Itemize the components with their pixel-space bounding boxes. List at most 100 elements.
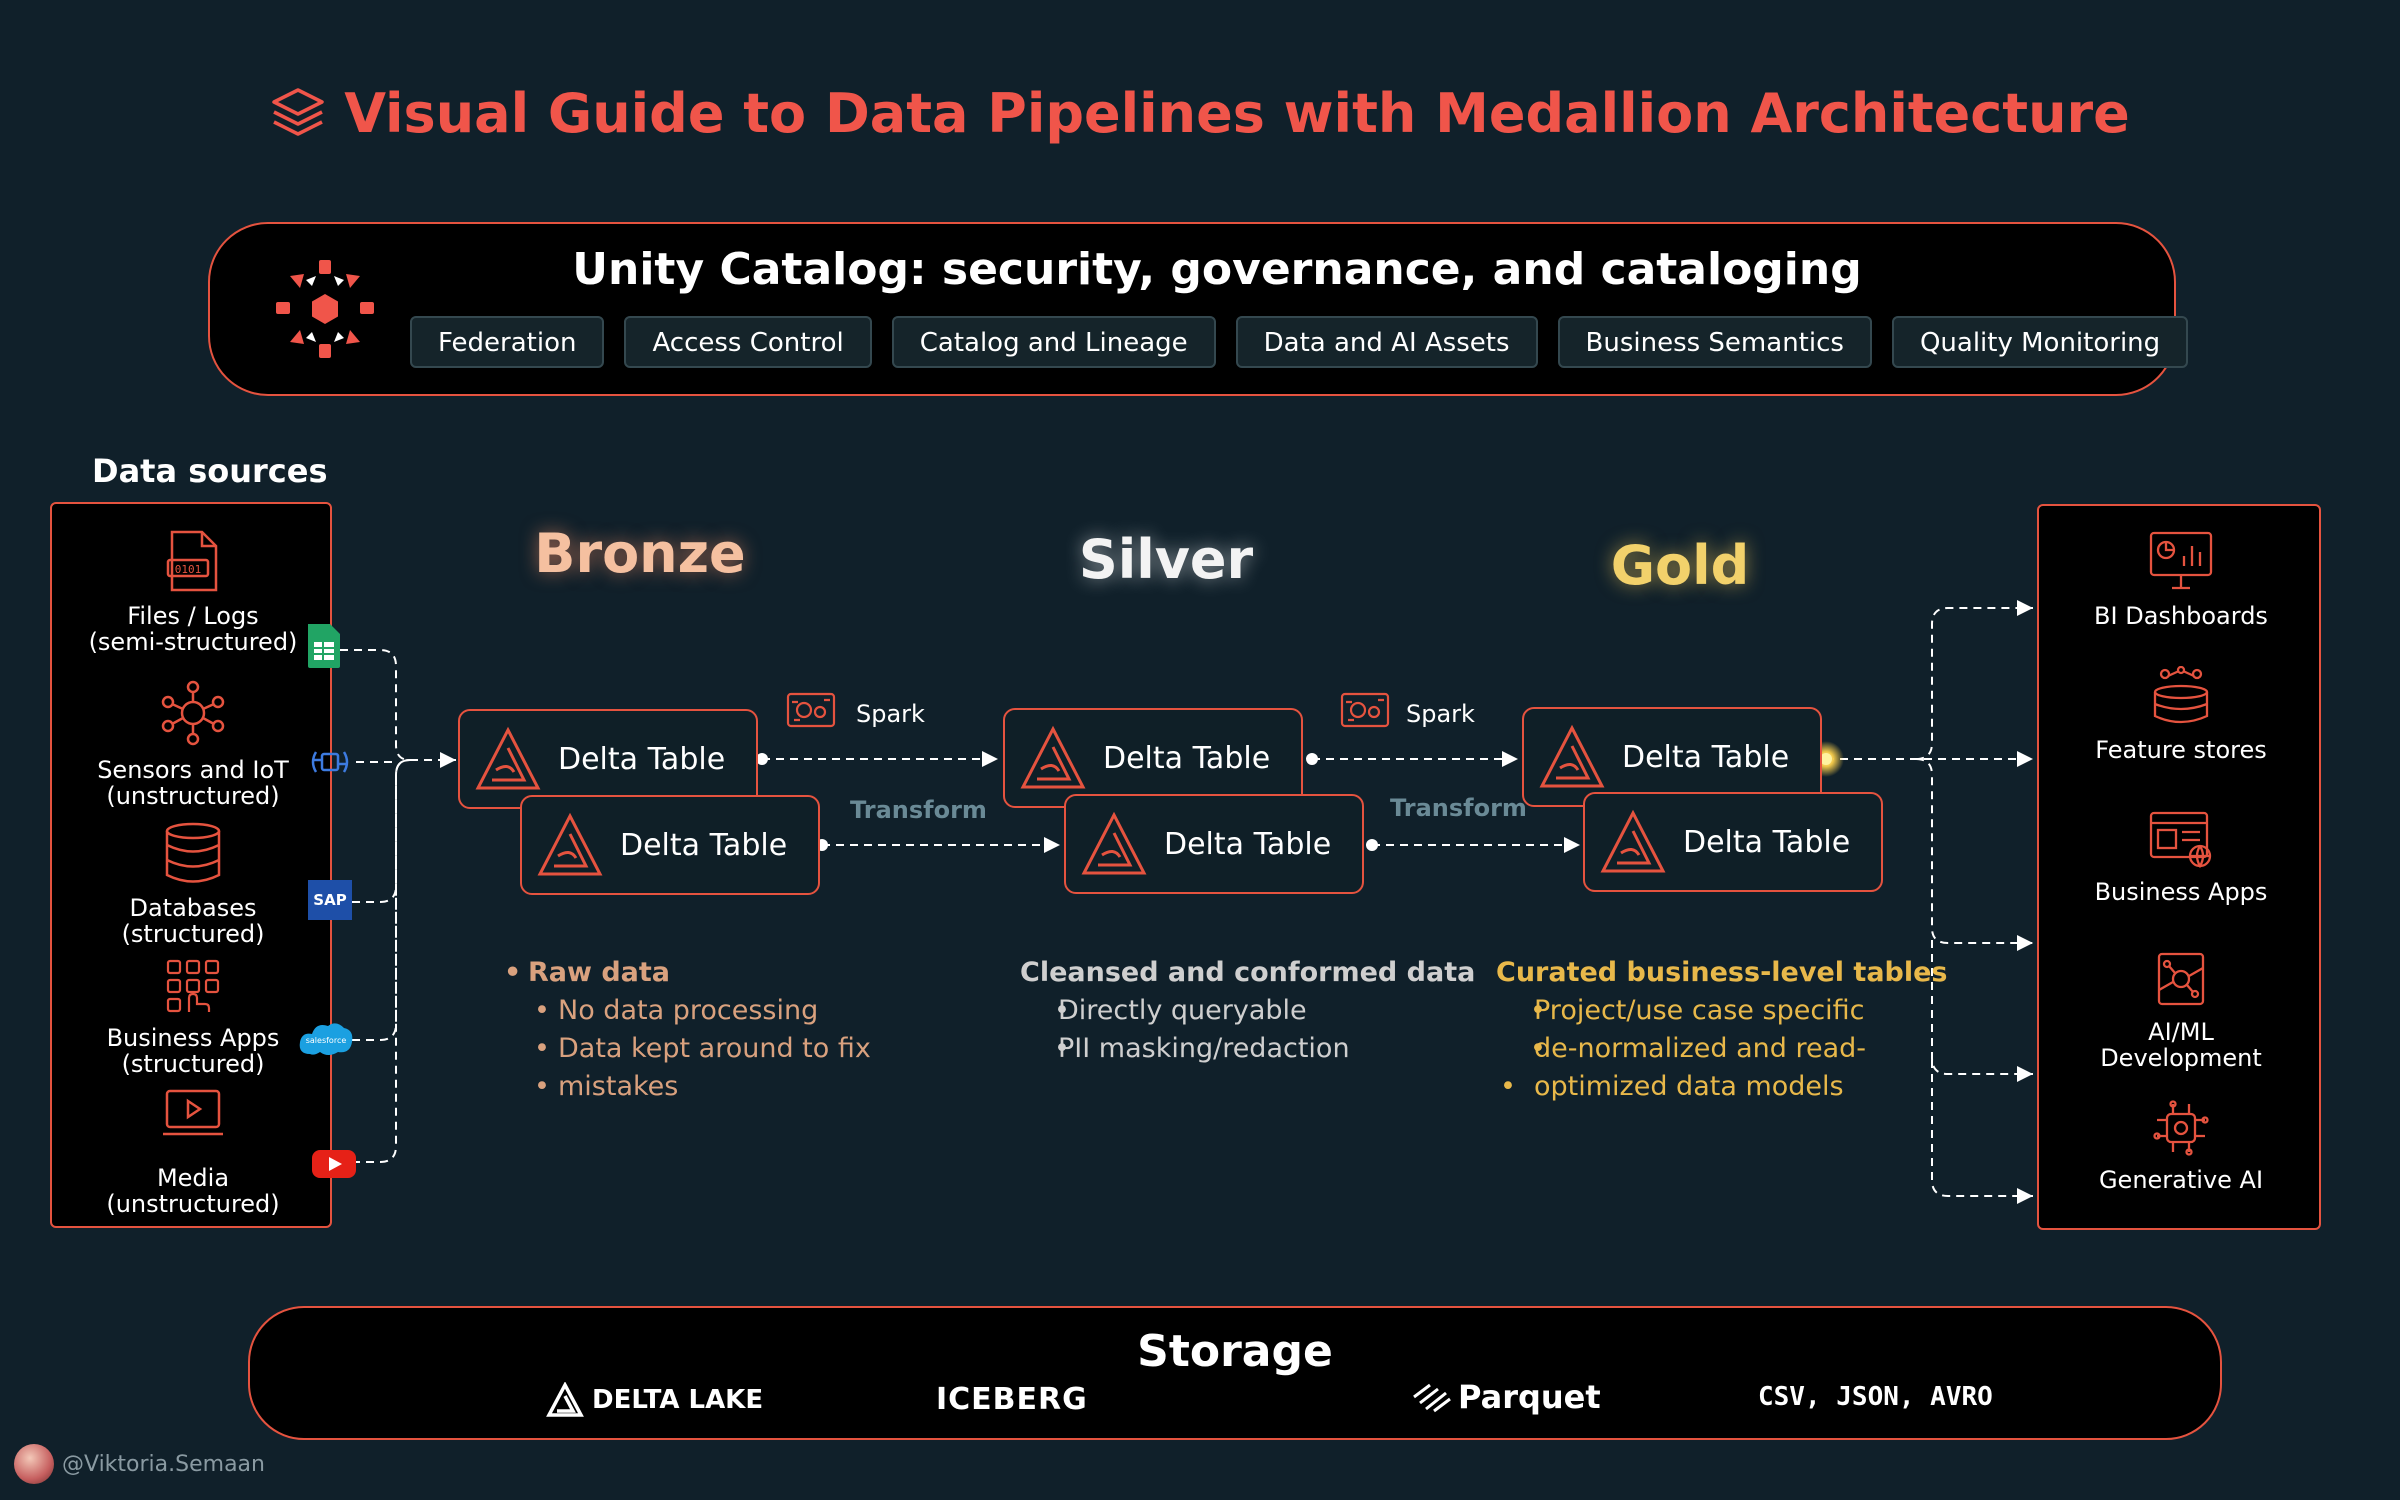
transform-label: Transform xyxy=(850,796,987,824)
page-title: Visual Guide to Data Pipelines with Meda… xyxy=(0,82,2400,153)
pill-federation: Federation xyxy=(410,316,605,368)
silver-heading: Cleansed and conformed data xyxy=(1020,957,1476,988)
youtube-logo-icon xyxy=(312,1148,356,1188)
svg-text:0101: 0101 xyxy=(175,563,202,576)
source-sublabel: (unstructured) xyxy=(106,1190,280,1218)
silver-delta-table-1: Delta Table xyxy=(1003,708,1303,808)
format-delta-lake: DELTA LAKE xyxy=(546,1382,763,1418)
stack-layers-icon xyxy=(270,84,326,153)
delta-table-label: Delta Table xyxy=(1103,740,1271,776)
spark-label: Spark xyxy=(856,700,925,728)
bronze-item: No data processing xyxy=(500,992,871,1030)
pill-data-ai-assets: Data and AI Assets xyxy=(1235,316,1538,368)
source-sublabel: (structured) xyxy=(121,1050,265,1078)
transform-label: Transform xyxy=(1390,794,1527,822)
bronze-delta-table-1: Delta Table xyxy=(458,709,758,809)
bronze-delta-table-2: Delta Table xyxy=(520,795,820,895)
app-window-icon xyxy=(2039,810,2323,873)
gold-description: Curated business-level tables Project/us… xyxy=(1496,954,1948,1106)
source-label: Files / Logs xyxy=(127,602,259,630)
gold-heading: Curated business-level tables xyxy=(1496,957,1948,988)
pill-business-semantics: Business Semantics xyxy=(1557,316,1872,368)
consumer-business-apps: Business Apps xyxy=(2039,810,2323,905)
gold-layer-title: Gold xyxy=(1610,534,1750,597)
data-sources-title: Data sources xyxy=(92,452,328,490)
silver-delta-table-2: Delta Table xyxy=(1064,794,1364,894)
bronze-heading: Raw data xyxy=(500,954,871,992)
consumer-ai-ml: AI/ML Development xyxy=(2039,950,2323,1071)
database-icon xyxy=(52,822,334,889)
consumer-sublabel: Development xyxy=(2100,1044,2262,1072)
format-iceberg: ICEBERG xyxy=(936,1382,1088,1417)
delta-lake-logo-icon xyxy=(546,1382,584,1417)
parquet-logo-icon xyxy=(1413,1383,1451,1413)
bronze-item-cont: mistakes xyxy=(500,1068,871,1106)
consumer-generative-ai: Generative AI xyxy=(2039,1100,2323,1193)
consumer-label: BI Dashboards xyxy=(2094,602,2268,630)
bronze-item: Data kept around to fix xyxy=(500,1030,871,1068)
silver-description: Cleansed and conformed data Directly que… xyxy=(1020,954,1475,1068)
source-sublabel: (unstructured) xyxy=(106,782,280,810)
consumer-feature-stores: Feature stores xyxy=(2039,665,2323,764)
author-credit: @Viktoria.Semaan xyxy=(62,1452,265,1477)
source-label: Business Apps xyxy=(106,1024,280,1052)
delta-table-label: Delta Table xyxy=(1683,824,1851,860)
unity-catalog-logo-icon xyxy=(270,254,380,368)
delta-logo-icon xyxy=(475,726,541,790)
delta-logo-icon xyxy=(1020,725,1086,789)
delta-logo-icon xyxy=(1600,809,1666,873)
source-files-logs: 0101 Files / Logs (semi-structured) xyxy=(52,530,334,655)
neural-chip-icon xyxy=(2039,1100,2323,1161)
google-sheets-logo-icon xyxy=(306,624,346,668)
consumer-label: Feature stores xyxy=(2095,736,2267,764)
source-sensors-iot: Sensors and IoT (unstructured) xyxy=(52,680,334,809)
delta-logo-icon xyxy=(537,812,603,876)
sap-logo-icon: SAP xyxy=(308,880,352,920)
consumer-label: Generative AI xyxy=(2098,1166,2264,1194)
title-text: Visual Guide to Data Pipelines with Meda… xyxy=(344,82,2130,145)
storage-panel: Storage DELTA LAKE ICEBERG Parquet CSV, … xyxy=(248,1306,2222,1440)
format-csv-json-avro: CSV, JSON, AVRO xyxy=(1758,1382,1993,1412)
file-binary-icon: 0101 xyxy=(52,530,334,597)
consumer-bi-dashboards: BI Dashboards xyxy=(2039,530,2323,629)
dashboard-icon xyxy=(2039,530,2323,597)
iot-device-logo-icon xyxy=(308,742,349,782)
catalog-title: Unity Catalog: security, governance, and… xyxy=(572,244,1862,295)
source-databases: Databases (structured) xyxy=(52,822,334,947)
avatar xyxy=(14,1444,54,1484)
delta-table-label: Delta Table xyxy=(1164,826,1332,862)
source-label: Databases xyxy=(129,894,257,922)
consumer-label: AI/ML xyxy=(2148,1018,2214,1046)
spark-gears-icon xyxy=(1340,690,1390,734)
storage-title: Storage xyxy=(1137,1326,1333,1377)
silver-item: Directly queryable xyxy=(1020,992,1475,1030)
silver-layer-title: Silver xyxy=(1078,528,1254,591)
network-hub-icon xyxy=(52,680,334,751)
source-sublabel: (semi-structured) xyxy=(88,628,298,656)
unity-catalog-panel: Unity Catalog: security, governance, and… xyxy=(208,222,2189,396)
source-business-apps: Business Apps (structured) xyxy=(52,958,334,1077)
delta-table-label: Delta Table xyxy=(1622,739,1790,775)
catalog-pills: Federation Access Control Catalog and Li… xyxy=(410,316,2189,368)
delta-logo-icon xyxy=(1539,724,1605,788)
silver-item: PII masking/redaction xyxy=(1020,1030,1475,1068)
spark-label: Spark xyxy=(1406,700,1475,728)
delta-logo-icon xyxy=(1081,811,1147,875)
data-sources-panel: 0101 Files / Logs (semi-structured) Sens… xyxy=(50,502,332,1228)
delta-table-label: Delta Table xyxy=(558,741,726,777)
apps-grid-icon xyxy=(52,958,334,1019)
consumer-label: Business Apps xyxy=(2094,878,2268,906)
gold-item: de-normalized and read- xyxy=(1496,1030,1948,1068)
salesforce-logo-icon: salesforce xyxy=(298,1020,354,1058)
format-parquet: Parquet xyxy=(1410,1378,1601,1416)
consumers-panel: BI Dashboards Feature stores Business Ap… xyxy=(2037,504,2321,1230)
ai-chip-icon xyxy=(2039,950,2323,1013)
video-monitor-icon xyxy=(52,1088,334,1143)
gold-item: Project/use case specific xyxy=(1496,992,1948,1030)
gold-item-cont: optimized data models xyxy=(1496,1068,1948,1106)
bronze-description: Raw data No data processing Data kept ar… xyxy=(500,954,871,1106)
gold-delta-table-2: Delta Table xyxy=(1583,792,1883,892)
source-sublabel: (structured) xyxy=(121,920,265,948)
database-network-icon xyxy=(2039,665,2323,731)
